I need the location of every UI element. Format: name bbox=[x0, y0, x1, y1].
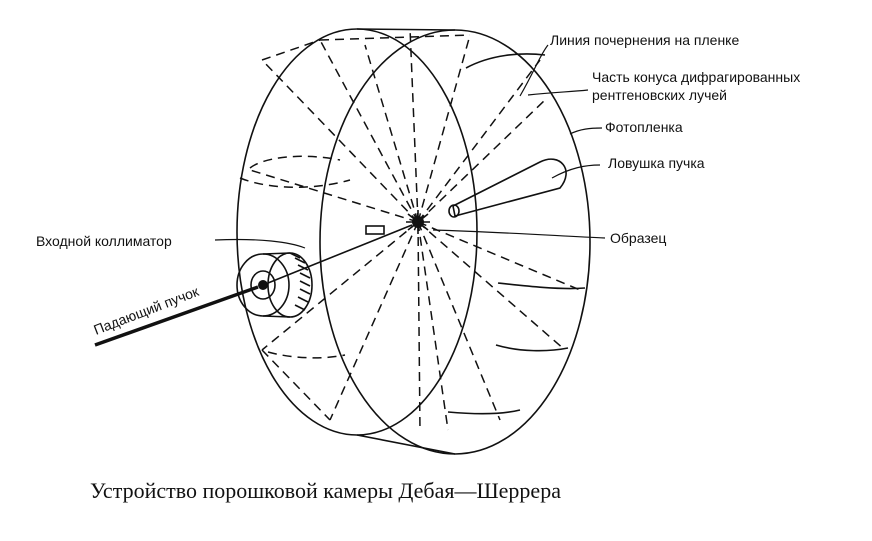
camera-body bbox=[236, 28, 591, 455]
label-film: Фотопленка bbox=[605, 119, 683, 135]
label-cone-line2: рентгеновских лучей bbox=[592, 87, 727, 103]
diffraction-cones bbox=[249, 27, 581, 433]
camera-top-edge bbox=[356, 28, 456, 31]
sample bbox=[406, 210, 430, 234]
camera-back-rim bbox=[236, 28, 478, 436]
camera-bottom-edge bbox=[356, 434, 456, 455]
label-sample: Образец bbox=[610, 230, 666, 246]
label-incident-beam: Падающий пучок bbox=[91, 283, 201, 338]
leader-lines bbox=[214, 44, 606, 249]
film-blackening-lines bbox=[239, 53, 586, 415]
label-blackening-line: Линия почернения на пленке bbox=[550, 32, 739, 48]
caption: Устройство порошковой камеры Дебая—Шерре… bbox=[90, 478, 561, 503]
labels: Линия почернения на пленке Часть конуса … bbox=[36, 32, 800, 338]
entrance-collimator bbox=[236, 225, 385, 318]
beam-trap bbox=[448, 158, 567, 218]
label-entrance-collimator: Входной коллиматор bbox=[36, 233, 172, 249]
label-cone-line1: Часть конуса дифрагированных bbox=[592, 69, 800, 85]
incident-beam bbox=[94, 224, 413, 347]
label-beam-trap: Ловушка пучка bbox=[608, 155, 705, 171]
